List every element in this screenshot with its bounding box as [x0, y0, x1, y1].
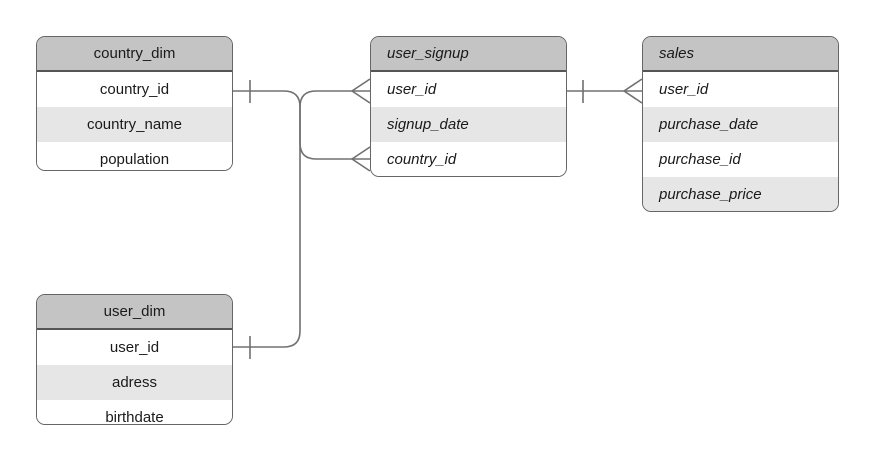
- attribute-row[interactable]: purchase_id: [643, 142, 838, 177]
- attribute-row[interactable]: user_id: [371, 72, 566, 107]
- cardinality-many-crowfoot-signup-country-id: [351, 146, 371, 172]
- attribute-row[interactable]: purchase_date: [643, 107, 838, 142]
- attribute-row[interactable]: adress: [37, 365, 232, 400]
- entity-sales[interactable]: sales user_id purchase_date purchase_id …: [642, 36, 839, 212]
- connector-path-trunk-to-user-id: [299, 90, 352, 108]
- crowfoot-upper-prong: [351, 146, 371, 160]
- attribute-row[interactable]: user_id: [643, 72, 838, 107]
- crowfoot-lower-prong: [623, 90, 643, 104]
- attribute-row[interactable]: signup_date: [371, 107, 566, 142]
- crowfoot-upper-prong: [351, 78, 371, 92]
- attribute-row[interactable]: birthdate: [37, 400, 232, 424]
- entity-title-user-signup: user_signup: [371, 37, 566, 72]
- connector-signup-to-sales: [567, 78, 643, 104]
- crowfoot-upper-prong: [623, 78, 643, 92]
- connector-path-trunk-to-userdim: [233, 107, 301, 348]
- entity-title-user-dim: user_dim: [37, 295, 232, 330]
- attribute-row[interactable]: user_id: [37, 330, 232, 365]
- attribute-row[interactable]: country_name: [37, 107, 232, 142]
- connector-country-dim-trunk: [233, 90, 352, 348]
- attribute-row[interactable]: country_id: [37, 72, 232, 107]
- connector-path-country-to-signup: [233, 90, 352, 160]
- crowfoot-lower-prong: [351, 158, 371, 172]
- attribute-row[interactable]: population: [37, 142, 232, 170]
- entity-user-signup[interactable]: user_signup user_id signup_date country_…: [370, 36, 567, 177]
- attribute-row[interactable]: purchase_price: [643, 177, 838, 211]
- entity-title-sales: sales: [643, 37, 838, 72]
- entity-title-country-dim: country_dim: [37, 37, 232, 72]
- crowfoot-lower-prong: [351, 90, 371, 104]
- entity-country-dim[interactable]: country_dim country_id country_name popu…: [36, 36, 233, 171]
- cardinality-many-crowfoot-signup-user-id: [351, 78, 371, 104]
- attribute-row[interactable]: country_id: [371, 142, 566, 176]
- entity-user-dim[interactable]: user_dim user_id adress birthdate: [36, 294, 233, 425]
